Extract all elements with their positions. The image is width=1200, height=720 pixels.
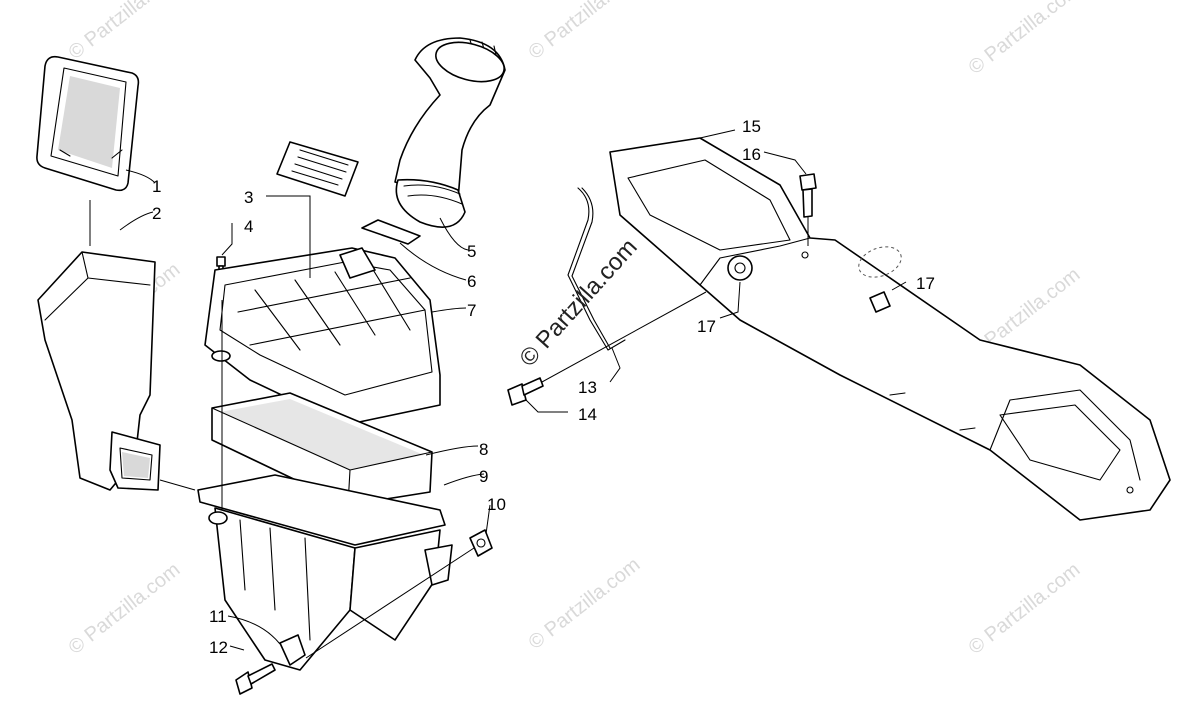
watermark: © Partzilla.com xyxy=(965,0,1085,79)
callout-12: 12 xyxy=(209,638,228,657)
watermark: © Partzilla.com xyxy=(525,0,645,64)
part-15-channel xyxy=(609,137,1171,521)
callout-17a: 17 xyxy=(916,274,935,293)
part-2-intake-duct xyxy=(37,251,161,491)
callout-15: 15 xyxy=(742,117,761,136)
callout-14: 14 xyxy=(578,405,597,424)
callout-1: 1 xyxy=(152,177,161,196)
part-12-bolt xyxy=(235,663,276,695)
callout-6: 6 xyxy=(467,272,476,291)
callout-7: 7 xyxy=(467,301,476,320)
callout-11: 11 xyxy=(209,607,227,626)
callout-8: 8 xyxy=(479,440,488,459)
callout-3: 3 xyxy=(244,188,253,207)
part-11-grommet xyxy=(279,634,306,666)
part-10-nut xyxy=(469,529,493,557)
watermark: © Partzilla.com xyxy=(525,554,645,654)
part-3-warning-decal xyxy=(276,141,359,197)
part-7-airbox-lid xyxy=(204,247,441,426)
part-16-bolt xyxy=(799,173,817,218)
watermark: © Partzilla.com xyxy=(965,559,1085,659)
callout-2: 2 xyxy=(152,204,161,223)
center-watermark: © Partzilla.com xyxy=(514,234,642,372)
callout-9: 9 xyxy=(479,467,488,486)
watermark: © Partzilla.com xyxy=(65,0,185,64)
part-13-rod xyxy=(567,187,626,351)
callout-13: 13 xyxy=(578,378,597,397)
part-1-intake-screen xyxy=(36,55,140,192)
callout-10: 10 xyxy=(487,495,506,514)
callout-5: 5 xyxy=(467,242,476,261)
part-6-clamp xyxy=(361,219,421,245)
callout-16: 16 xyxy=(742,145,761,164)
watermark: © Partzilla.com xyxy=(65,559,185,659)
part-8-filter xyxy=(211,392,433,506)
callout-labels: 1 2 3 4 5 6 7 8 9 10 11 12 13 14 15 16 1… xyxy=(152,117,935,657)
part-14-bolt xyxy=(507,377,544,406)
part-17-nut xyxy=(858,246,902,313)
part-5-intake-boot xyxy=(394,37,506,228)
callout-17b: 17 xyxy=(697,317,716,336)
part-9-airbox-base xyxy=(197,474,453,671)
callout-4: 4 xyxy=(244,217,253,236)
leader-lines xyxy=(89,129,907,659)
